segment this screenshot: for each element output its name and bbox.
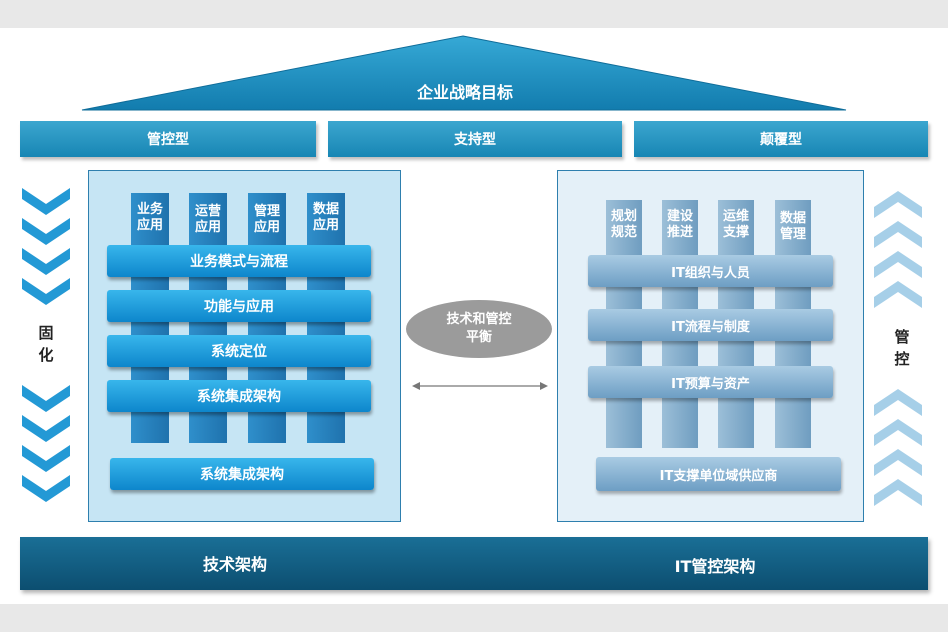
column-label-ops-support: 运维支撑 [722,209,749,240]
right-base-block: IT支撑单位域供应商 [596,457,841,491]
column-label-data-management: 数据管理 [779,211,806,242]
bottom-foundation-bar [20,537,928,590]
chevron-down-icon [22,188,70,502]
bottom-label-tech-architecture: 技术架构 [202,555,267,574]
column-label-plan-standard: 规划规范 [610,209,637,240]
roof-title: 企业战略目标 [416,83,513,102]
column-label-operation-app: 运营应用 [194,204,221,235]
column-label-data-app: 数据应用 [312,202,339,233]
column-label-build-advance: 建设推进 [666,209,693,240]
band-it-process-policy: IT流程与制度 [588,309,833,341]
band-function-app: 功能与应用 [107,290,371,322]
band-system-integration: 系统集成架构 [107,380,371,412]
band-it-budget-assets: IT预算与资产 [588,366,833,398]
side-label-control: 管 控 [894,328,910,368]
band-business-model: 业务模式与流程 [107,245,371,277]
category-support: 支持型 [328,121,622,157]
column-label-business-app: 业务应用 [136,202,163,233]
bottom-label-it-control: IT管控架构 [674,557,756,576]
category-disrupt: 颠覆型 [634,121,928,157]
category-control: 管控型 [20,121,316,157]
double-arrow-icon [412,382,548,390]
left-base-block: 系统集成架构 [110,458,374,490]
balance-ellipse: 技术和管控 平衡 [406,300,552,358]
column-label-management-app: 管理应用 [253,204,280,235]
side-label-solidify: 固 化 [38,324,54,364]
band-system-positioning: 系统定位 [107,335,371,367]
chevron-up-icon [874,191,922,506]
band-it-org-people: IT组织与人员 [588,255,833,287]
